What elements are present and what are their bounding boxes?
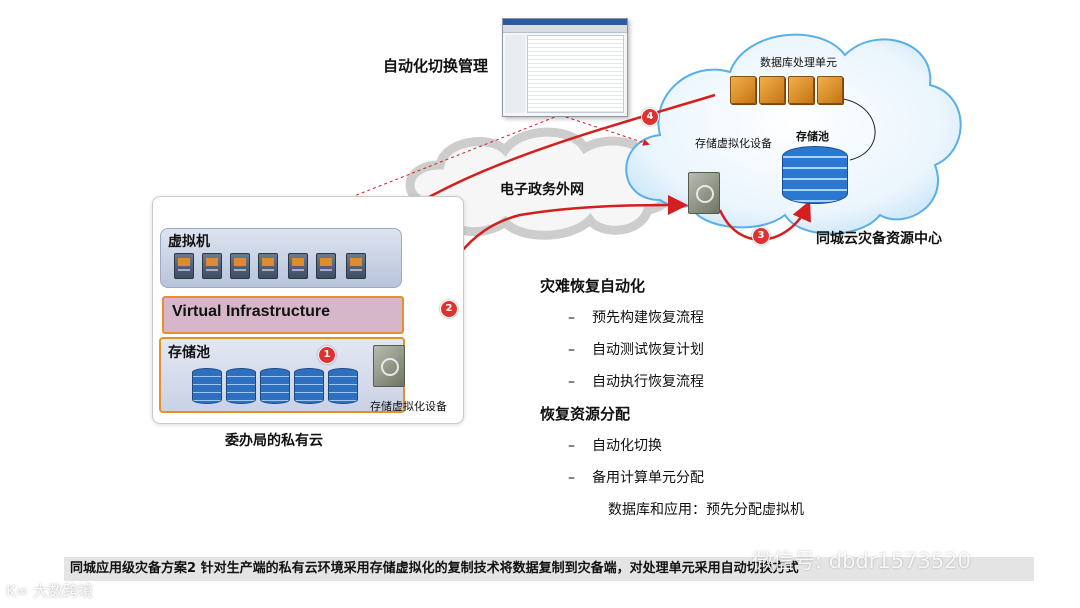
disk-icon xyxy=(226,368,256,404)
compute-unit-cube-icon xyxy=(730,76,756,104)
virtual-machine-icon xyxy=(202,253,222,279)
compute-unit-cube-icon xyxy=(759,76,785,104)
virtual-infrastructure-bar xyxy=(162,296,404,334)
dr-center-label: 同城云灾备资源中心 xyxy=(816,231,942,247)
feature-list: 灾难恢复自动化 –预先构建恢复流程 –自动测试恢复计划 –自动执行恢复流程 恢复… xyxy=(540,275,900,527)
vm-title: 虚拟机 xyxy=(168,234,210,250)
caption-bar: 同城应用级灾备方案2 针对生产端的私有云环境采用存储虚拟化的复制技术将数据复制到… xyxy=(64,557,1034,581)
step-badge-3: 3 xyxy=(752,227,770,245)
wechat-watermark: 微信号: dbdr1573520 xyxy=(752,549,971,573)
list-item: –预先构建恢复流程 xyxy=(568,310,704,326)
virtual-machine-icon xyxy=(258,253,278,279)
cloud-inner-curve xyxy=(834,97,876,161)
virtual-infrastructure-label: Virtual Infrastructure xyxy=(172,303,330,320)
brand-watermark: K∞ 大数跨境 xyxy=(6,582,94,600)
step-badge-1: 1 xyxy=(318,346,336,364)
disk-icon xyxy=(192,368,222,404)
section-heading: 恢复资源分配 xyxy=(540,405,631,423)
cloud-storage-virtualization-device-icon xyxy=(688,172,720,214)
private-cloud-label: 委办局的私有云 xyxy=(225,433,323,449)
virtual-machine-icon xyxy=(174,253,194,279)
virtual-machine-icon xyxy=(316,253,336,279)
disk-icon xyxy=(294,368,324,404)
compute-unit-cube-icon xyxy=(788,76,814,104)
mgmt-console-thumbnail xyxy=(502,18,628,117)
section-heading: 灾难恢复自动化 xyxy=(540,277,646,295)
disk-icon xyxy=(260,368,290,404)
disk-icon xyxy=(328,368,358,404)
cloud-pool-label: 存储池 xyxy=(796,130,829,143)
egov-network-label: 电子政务外网 xyxy=(500,182,584,198)
virtual-machine-icon xyxy=(346,253,366,279)
local-storage-virtualization-device-icon xyxy=(373,345,405,387)
list-item: –自动测试恢复计划 xyxy=(568,342,704,358)
list-item: –自动化切换 xyxy=(568,438,662,454)
cloud-storage-pool-icon xyxy=(782,146,848,204)
db-unit-label: 数据库处理单元 xyxy=(760,56,837,69)
step-badge-2: 2 xyxy=(440,300,458,318)
mgmt-label: 自动化切换管理 xyxy=(383,57,489,75)
virtual-machine-icon xyxy=(288,253,308,279)
list-item: –备用计算单元分配 xyxy=(568,470,704,486)
virtual-machine-icon xyxy=(230,253,250,279)
list-item: –自动执行恢复流程 xyxy=(568,374,704,390)
local-pool-title: 存储池 xyxy=(168,345,210,361)
list-subitem: 数据库和应用：预先分配虚拟机 xyxy=(608,502,804,518)
step-badge-4: 4 xyxy=(641,108,659,126)
local-svd-label: 存储虚拟化设备 xyxy=(370,400,447,413)
cloud-svd-label: 存储虚拟化设备 xyxy=(695,137,772,150)
compute-unit-cube-icon xyxy=(817,76,843,104)
